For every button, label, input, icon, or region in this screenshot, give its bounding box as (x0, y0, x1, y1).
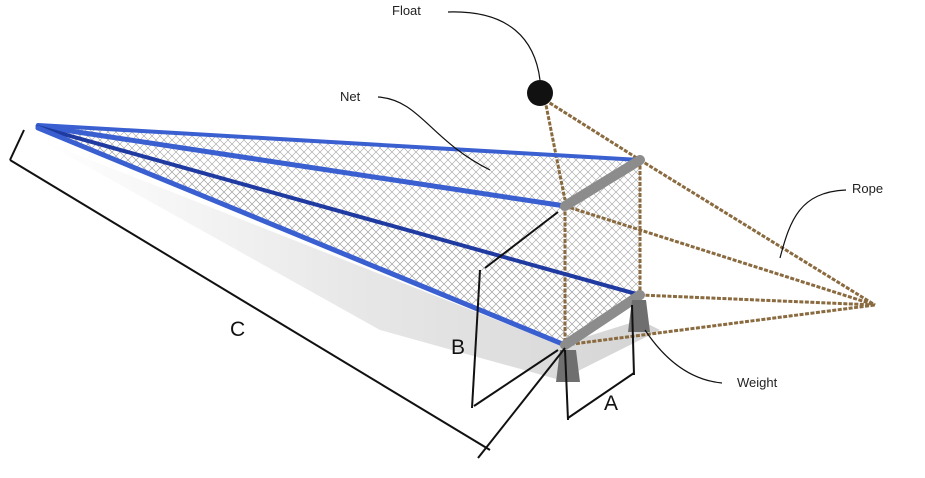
rope-leader (779, 189, 847, 259)
dimension-c (9, 129, 566, 459)
float-ball (527, 80, 553, 106)
net-leader (377, 96, 491, 171)
weight-label: Weight (737, 375, 778, 390)
callout-leaders (377, 11, 847, 384)
ground-shadow (40, 140, 660, 380)
weight-leader (644, 329, 723, 384)
rope-label: Rope (852, 181, 884, 196)
dimension-b-label: B (451, 336, 466, 359)
rope-bridle (543, 98, 876, 347)
float-leader (447, 11, 541, 81)
net-mesh (38, 126, 640, 345)
net-label: Net (340, 89, 361, 104)
dimension-a (564, 304, 635, 421)
dimension-c-label: C (230, 318, 246, 341)
float-label: Float (392, 3, 421, 18)
dimension-b (471, 211, 559, 409)
weight-left (556, 350, 580, 382)
dimension-a-label: A (604, 392, 619, 415)
